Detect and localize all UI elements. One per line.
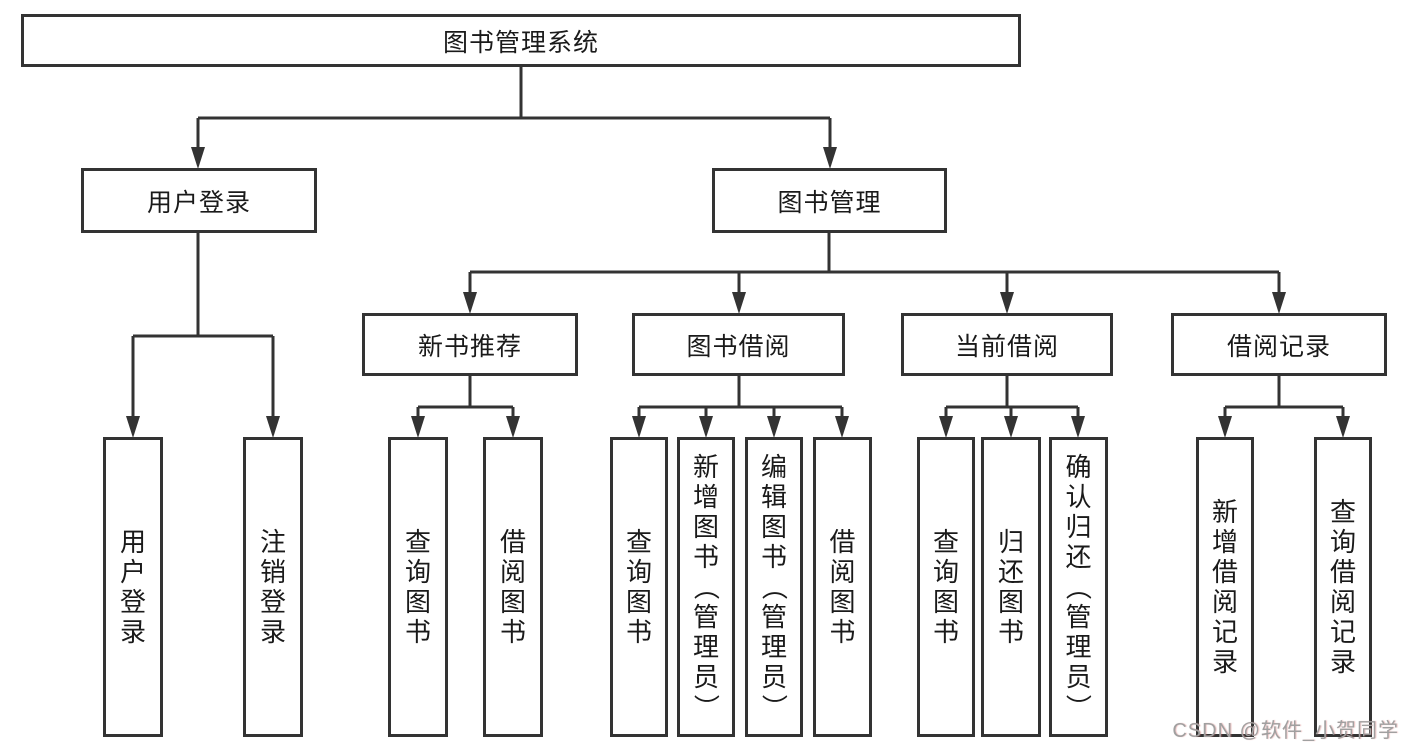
arrow-down-icon — [835, 416, 849, 438]
node-leaf-borrow-books: 借阅图书 — [813, 437, 872, 737]
connector-current-borrow-to-leaves — [944, 376, 1080, 416]
arrow-down-icon — [1071, 416, 1085, 438]
arrow-down-icon — [939, 416, 953, 438]
csdn-watermark: CSDN @软件_小贺同学 — [1172, 720, 1399, 742]
arrow-down-icon — [699, 416, 713, 438]
arrow-down-icon — [1336, 416, 1350, 438]
arrow-down-icon — [1218, 416, 1232, 438]
arrow-down-icon — [463, 292, 477, 314]
node-leaf-logout: 注销登录 — [243, 437, 303, 737]
node-leaf-query-books-current: 查询图书 — [917, 437, 975, 737]
node-library-management-system: 图书管理系统 — [21, 14, 1021, 67]
arrow-down-icon — [126, 416, 140, 438]
arrowheads — [126, 147, 1350, 438]
arrow-down-icon — [1272, 292, 1286, 314]
arrow-down-icon — [732, 292, 746, 314]
connector-user-login-to-leaves — [131, 233, 275, 416]
node-user-login: 用户登录 — [81, 168, 317, 233]
node-new-book-recommendation: 新书推荐 — [362, 313, 578, 376]
arrow-down-icon — [191, 147, 205, 169]
arrow-down-icon — [823, 147, 837, 169]
node-leaf-confirm-return-admin: 确认归还（管理员） — [1049, 437, 1108, 737]
node-leaf-return-book: 归还图书 — [981, 437, 1041, 737]
connector-root-to-level2 — [196, 67, 832, 147]
node-leaf-borrow-books-recommend: 借阅图书 — [483, 437, 543, 737]
arrow-down-icon — [1000, 292, 1014, 314]
connector-borrow-records-to-leaves — [1223, 376, 1345, 416]
connector-book-mgmt-to-level3 — [468, 233, 1281, 292]
node-leaf-user-login: 用户登录 — [103, 437, 163, 737]
node-borrowing-records: 借阅记录 — [1171, 313, 1387, 376]
connector-book-borrow-to-leaves — [637, 376, 844, 416]
node-leaf-add-borrow-record: 新增借阅记录 — [1196, 437, 1254, 737]
node-current-borrowing: 当前借阅 — [901, 313, 1113, 376]
node-leaf-query-books-recommend: 查询图书 — [388, 437, 448, 737]
connector-new-book-to-leaves — [416, 376, 515, 416]
arrow-down-icon — [266, 416, 280, 438]
arrow-down-icon — [767, 416, 781, 438]
node-leaf-query-borrow-record: 查询借阅记录 — [1314, 437, 1372, 737]
node-book-borrowing: 图书借阅 — [632, 313, 845, 376]
arrow-down-icon — [632, 416, 646, 438]
node-book-management: 图书管理 — [712, 168, 947, 233]
node-leaf-edit-book-admin: 编辑图书（管理员） — [745, 437, 803, 737]
arrow-down-icon — [411, 416, 425, 438]
arrow-down-icon — [506, 416, 520, 438]
node-leaf-query-books-borrow: 查询图书 — [610, 437, 668, 737]
arrow-down-icon — [1004, 416, 1018, 438]
node-leaf-add-book-admin: 新增图书（管理员） — [677, 437, 735, 737]
